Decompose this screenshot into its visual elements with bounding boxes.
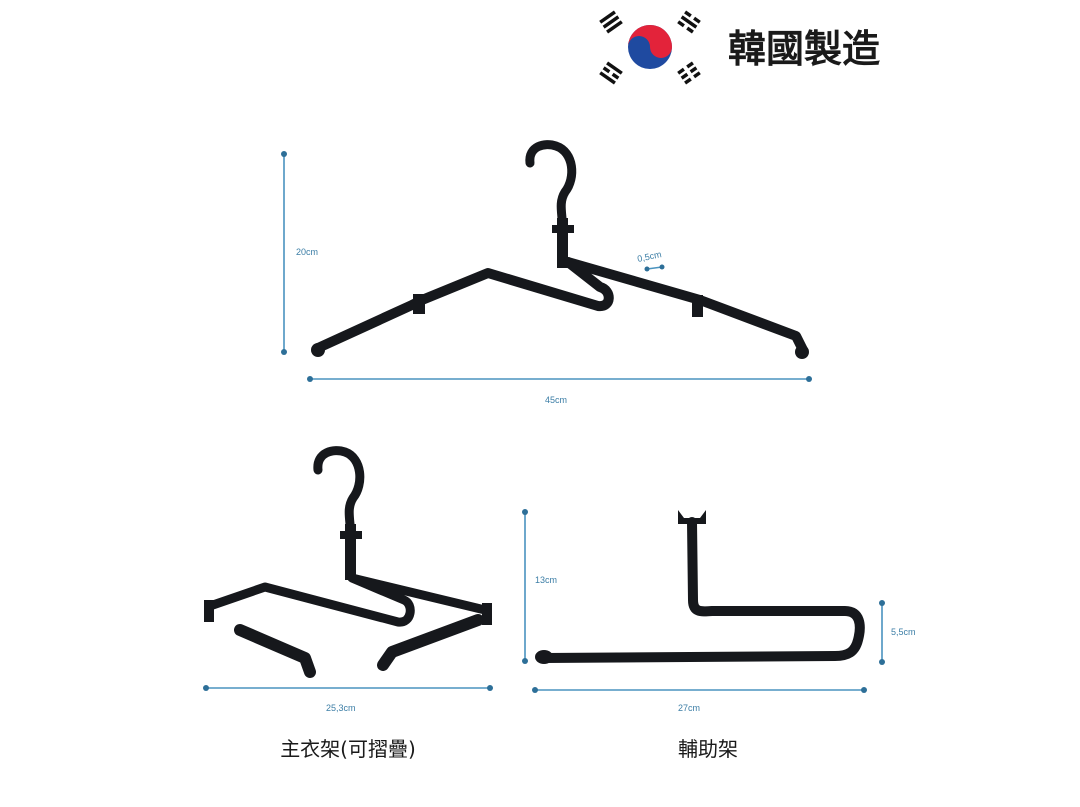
- main-hanger-height-dimension: [281, 151, 287, 355]
- main-hanger-width-label: 45cm: [545, 395, 567, 405]
- auxiliary-hanger-depth-dimension: [879, 600, 885, 665]
- thickness-dimension: [644, 264, 665, 272]
- auxiliary-hanger-depth-label: 5,5cm: [891, 627, 916, 637]
- folded-hanger-illustration: [204, 446, 492, 678]
- auxiliary-hanger-height-label: 13cm: [535, 575, 557, 585]
- main-hanger-height-label: 20cm: [296, 247, 318, 257]
- korea-flag-icon: [599, 10, 701, 85]
- main-hanger-illustration: [311, 140, 809, 359]
- auxiliary-hanger-width-label: 27cm: [678, 703, 700, 713]
- auxiliary-hanger-width-dimension: [532, 687, 867, 693]
- made-in-korea-title: 韓國製造: [728, 27, 880, 71]
- thickness-label: 0,5cm: [636, 249, 662, 264]
- main-hanger-width-dimension: [307, 376, 812, 382]
- folded-hanger-width-dimension: [203, 685, 493, 691]
- auxiliary-hanger-caption: 輔助架: [678, 737, 738, 761]
- folded-hanger-width-label: 25,3cm: [326, 703, 356, 713]
- folded-hanger-caption: 主衣架(可摺疊): [280, 737, 416, 761]
- auxiliary-hanger-illustration: [535, 510, 865, 664]
- auxiliary-hanger-height-dimension: [522, 509, 528, 664]
